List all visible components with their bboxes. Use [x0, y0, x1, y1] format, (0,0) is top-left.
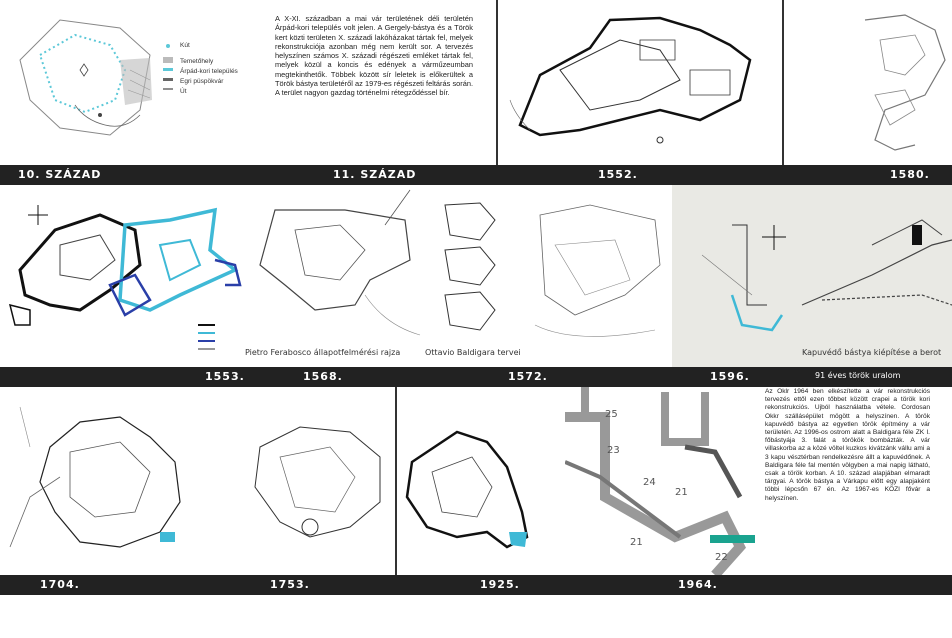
timeline-band-row3: 1704. 1753. 1925. 1964. — [0, 575, 952, 595]
caption-ferabosco: Pietro Ferabosco állapotfelmérési rajza — [245, 348, 401, 357]
panel-10th-century-map: Kút Temetőhely Árpád-kori település Egri… — [0, 0, 270, 165]
label-1552: 1552. — [598, 168, 638, 181]
plan-legend-1553 — [198, 324, 215, 350]
label-1568: 1568. — [303, 370, 343, 383]
divider — [395, 387, 397, 575]
timeline-band-row1: 10. SZÁZAD 11. SZÁZAD 1552. 1580. — [0, 165, 952, 185]
legend-well: Kút — [180, 42, 190, 49]
caption-gate-bastion: Kapuvédő bástya kiépítése a berot — [802, 348, 942, 357]
legend-road: Út — [180, 88, 187, 95]
legend-bishop-castle: Egri püspökvár — [180, 78, 224, 85]
label-10th-century: 10. SZÁZAD — [18, 168, 102, 181]
panel-1552-plan — [500, 0, 782, 165]
panel-1572-plans — [425, 185, 670, 367]
panel-1553-plan — [0, 185, 245, 367]
plan-number: 21 — [630, 537, 643, 548]
label-1553: 1553. — [205, 370, 245, 383]
castle-plan-1964 — [565, 387, 755, 575]
castle-plan-1553 — [8, 205, 242, 350]
label-1580: 1580. — [890, 168, 930, 181]
label-11th-century: 11. SZÁZAD — [333, 168, 417, 181]
settlement-map-10th-century — [19, 19, 152, 136]
panel-1568-plan — [245, 185, 425, 367]
plan-number: 24 — [643, 477, 656, 488]
panel-1753-plan — [240, 387, 395, 575]
legend-symbols — [163, 44, 173, 90]
label-turkish-rule: 91 éves török uralom — [815, 371, 901, 380]
label-1572: 1572. — [508, 370, 548, 383]
panel-1596-plan — [672, 185, 952, 367]
castle-plan-1704 — [9, 406, 181, 548]
divider — [496, 0, 498, 165]
plan-number: 22 — [715, 552, 728, 563]
castle-plan-1925 — [405, 430, 529, 549]
legend-cemetery: Temetőhely — [180, 58, 214, 65]
castle-plan-1753 — [254, 426, 381, 538]
history-text-1964: Az Oklr 1964 ben elkészítette a vár reko… — [765, 388, 930, 502]
divider — [782, 0, 784, 165]
panel-1580-plan — [785, 0, 952, 165]
history-text-10th-century: A X-XI. században a mai vár területének … — [275, 14, 473, 98]
castle-plan-1568 — [259, 189, 421, 336]
panel-1704-plan — [0, 387, 240, 575]
plan-number: 21 — [675, 487, 688, 498]
legend-arpad-settlement: Árpád-kori település — [180, 68, 238, 75]
panel-1925-plan — [397, 387, 565, 575]
plan-number: 25 — [605, 409, 618, 420]
castle-plans-1572 — [444, 202, 661, 337]
label-1753: 1753. — [270, 578, 310, 591]
caption-baldigara: Ottavio Baldigara tervei — [425, 348, 521, 357]
label-1704: 1704. — [40, 578, 80, 591]
castle-plan-1580 — [864, 14, 946, 151]
label-1964: 1964. — [678, 578, 718, 591]
label-1925: 1925. — [480, 578, 520, 591]
plan-number: 23 — [607, 445, 620, 456]
panel-1964-plan: 25 23 24 22 21 21 — [565, 387, 760, 575]
castle-plan-1552 — [509, 16, 752, 144]
timeline-band-row2: 1553. 1568. 1572. 1596. 91 éves török ur… — [0, 367, 952, 387]
castle-plan-1596 — [701, 219, 952, 332]
label-1596: 1596. — [710, 370, 750, 383]
